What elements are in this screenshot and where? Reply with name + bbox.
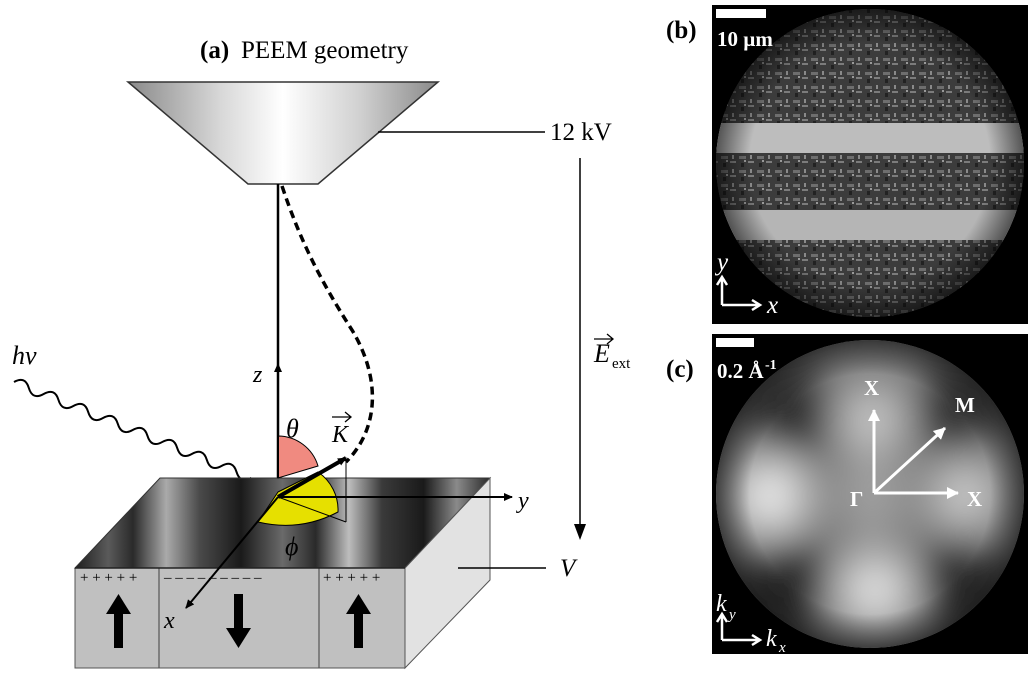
z-axis-label: z [252, 362, 263, 388]
x-axis-label: x [163, 608, 175, 634]
arrow-gamma-to-m [872, 426, 947, 495]
label-m: M [955, 393, 975, 417]
charges-middle: – – – – – – – – – [163, 570, 262, 586]
scale-label-c: 0.2 Å [717, 359, 765, 383]
panel-a: (a) PEEM geometry 12 kV E ext hν + + + +… [12, 37, 631, 670]
y-axis-label: y [516, 488, 529, 514]
theta-label: θ [286, 414, 299, 443]
field-vector-arrow [594, 333, 615, 345]
axis-y-label-b: y [714, 249, 729, 276]
field-symbol: E [593, 339, 610, 368]
panel-b-tag: (b) [666, 17, 697, 44]
panel-a-title: PEEM geometry [241, 37, 409, 64]
theta-wedge [277, 435, 319, 479]
scale-bar-b [716, 9, 766, 18]
k-vector-label: K [331, 411, 353, 448]
axes-glyph-c [715, 611, 763, 647]
photon-label: hν [12, 341, 37, 370]
axis-kx-sub: x [778, 640, 786, 656]
label-x-top: X [864, 376, 879, 400]
phi-label: ϕ [285, 532, 298, 561]
voltage-label: 12 kV [550, 119, 612, 146]
axis-ky-main: k [716, 591, 727, 617]
panel-c: (c) 0.2 Å -1 X M Γ X [666, 334, 1028, 656]
charges-left: + + + + + [80, 570, 137, 586]
axis-kx-label-c: k x [766, 626, 786, 656]
axis-kx-main: k [766, 626, 777, 652]
field-arrowhead [574, 524, 586, 540]
scale-exp-c: -1 [765, 358, 777, 373]
real-space-image [716, 9, 1024, 317]
k-vector-arrow-accent [332, 411, 353, 423]
field-subscript: ext [612, 356, 631, 372]
axis-ky-label-c: k y [716, 591, 736, 623]
axes-glyph-b [715, 274, 763, 312]
polarization-arrow-up-right [346, 594, 371, 648]
k-vector [277, 456, 347, 499]
polarization-arrow-down [226, 594, 251, 648]
k-symbol: K [331, 422, 350, 448]
lens-cone [125, 81, 441, 185]
label-gamma: Γ [850, 487, 863, 511]
axis-x-label-b: x [766, 292, 778, 319]
field-label: E ext [593, 333, 631, 372]
x-axis [185, 496, 279, 609]
scale-label-b: 10 µm [717, 27, 773, 51]
polarization-arrow-up-left [106, 594, 131, 648]
panel-c-tag: (c) [666, 356, 694, 383]
panel-a-tag: (a) [200, 37, 229, 64]
sample-voltage-label: V [560, 555, 578, 582]
panel-b: (b) 10 µm y x [666, 5, 1028, 324]
charges-right: + + + + + [323, 570, 380, 586]
electron-trajectory [280, 185, 375, 464]
label-x-right: X [967, 487, 982, 511]
photon-wave [13, 378, 252, 481]
momentum-space-image [716, 340, 1024, 648]
scale-bar-c [716, 338, 754, 347]
k-vector-projection-plane [277, 496, 347, 523]
axis-ky-sub: y [727, 607, 736, 623]
